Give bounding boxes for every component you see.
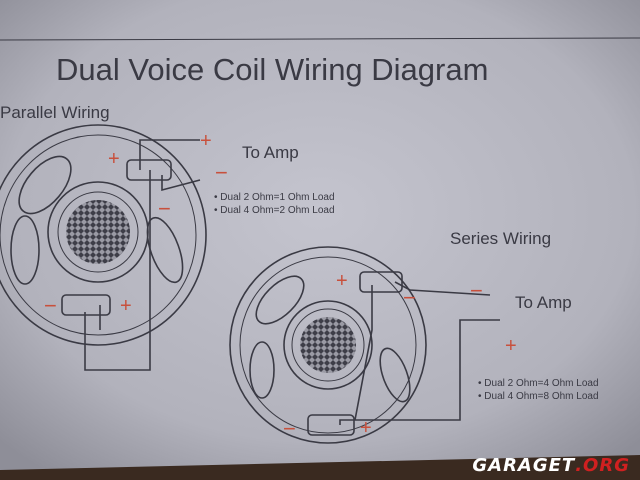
series-amp-plus: + xyxy=(505,335,517,357)
parallel-amp-label: To Amp xyxy=(242,143,299,162)
diagram-title: Dual Voice Coil Wiring Diagram xyxy=(56,52,488,87)
series-bottom-minus: − xyxy=(283,416,296,441)
parallel-heading: Parallel Wiring xyxy=(0,103,110,122)
parallel-bottom-plus: + xyxy=(120,295,132,317)
watermark-logo: GARAGET.ORG xyxy=(472,455,630,476)
parallel-wires xyxy=(84,139,201,371)
parallel-coil-minus: − xyxy=(158,196,171,221)
parallel-coil-plus: + xyxy=(108,148,120,170)
series-amp-minus: − xyxy=(470,278,483,303)
series-note-1: • Dual 2 Ohm=4 Ohm Load xyxy=(478,378,599,389)
paper-sheet xyxy=(0,0,640,470)
parallel-amp-plus: + xyxy=(200,130,212,152)
series-wires xyxy=(339,281,500,425)
top-rule xyxy=(0,37,640,41)
series-speaker xyxy=(229,246,427,444)
series-coil-plus: + xyxy=(336,270,348,292)
series-note-2: • Dual 4 Ohm=8 Ohm Load xyxy=(478,391,599,402)
parallel-bottom-minus: − xyxy=(44,293,57,318)
series-heading: Series Wiring xyxy=(450,229,551,248)
watermark-main: GARAGET xyxy=(472,455,576,476)
parallel-speaker xyxy=(0,124,207,346)
parallel-amp-minus: − xyxy=(215,160,228,185)
parallel-note-2: • Dual 4 Ohm=2 Ohm Load xyxy=(214,205,335,216)
series-coil-minus: − xyxy=(403,285,416,310)
series-bottom-plus: + xyxy=(360,417,372,439)
watermark-suffix: .ORG xyxy=(575,455,630,476)
series-amp-label: To Amp xyxy=(515,293,572,312)
parallel-note-1: • Dual 2 Ohm=1 Ohm Load xyxy=(214,192,335,203)
